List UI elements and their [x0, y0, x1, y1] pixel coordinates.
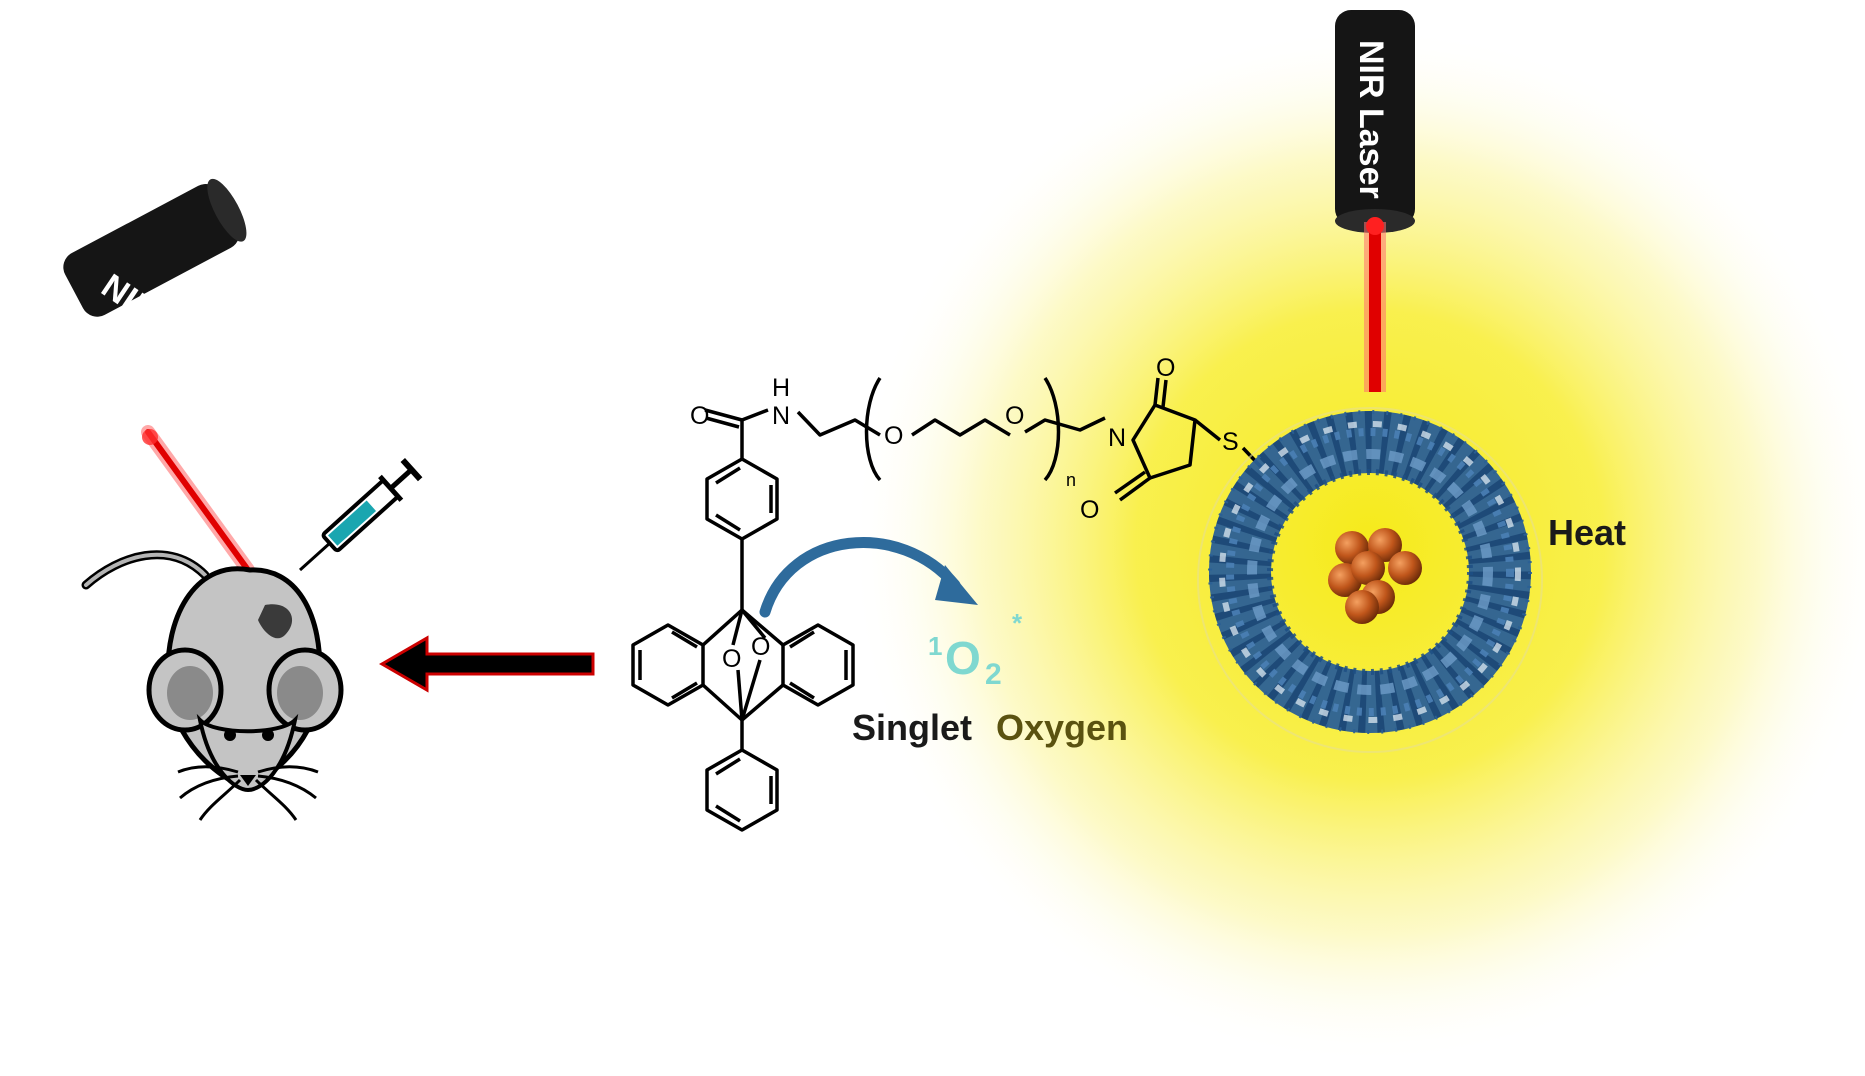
laser-body-right	[1335, 10, 1415, 225]
singlet-label: Singlet	[852, 707, 972, 748]
singlet-oxygen-element: O	[945, 632, 981, 684]
right-laser: NIR Laser	[1335, 10, 1415, 392]
laser-body-left	[63, 184, 240, 317]
singlet-oxygen-superscript-left: 1	[928, 631, 942, 661]
oxygen-label: Oxygen	[996, 707, 1128, 748]
mouse-eye-left	[224, 729, 236, 741]
benzene-ring-upper	[705, 457, 779, 541]
benzene-ring-lower	[705, 748, 779, 832]
mouse-whiskers	[177, 765, 319, 821]
atom-peroxide-o-1: O	[722, 645, 741, 673]
left-arrow	[379, 635, 595, 693]
atom-labels: O H N O O n N O O S O O	[690, 354, 1239, 673]
mouse-eye-right	[262, 729, 274, 741]
atom-repeat-n: n	[1066, 470, 1076, 490]
mouse-icon	[81, 550, 344, 821]
singlet-oxygen-symbol: 1 O 2 *	[928, 608, 1023, 691]
atom-imide-o-bottom: O	[1080, 496, 1099, 524]
atom-carbonyl-o: O	[690, 402, 709, 430]
atom-imide-n: N	[1108, 424, 1126, 452]
left-laser: NIR Laser	[63, 178, 248, 387]
atom-imide-o-top: O	[1156, 354, 1175, 382]
atom-ether-o-1: O	[884, 422, 903, 450]
atom-ether-o-2: O	[1005, 402, 1024, 430]
protein-cage-icon	[1208, 410, 1532, 734]
laser-label-right: NIR Laser	[1352, 40, 1390, 199]
heat-label: Heat	[1548, 512, 1626, 553]
nanoparticle-cluster-icon	[1328, 528, 1422, 624]
atom-amide-n: N	[772, 402, 790, 430]
atom-peroxide-o-2: O	[751, 633, 770, 661]
chemical-structure	[631, 377, 1264, 832]
benzene-ring-left	[631, 623, 705, 707]
atom-thioether-s: S	[1222, 428, 1239, 456]
syringe-icon	[298, 457, 423, 572]
succinimide-ring	[1131, 403, 1197, 480]
atom-amide-h: H	[772, 374, 790, 402]
curved-arrow	[759, 537, 978, 618]
singlet-oxygen-subscript: 2	[985, 658, 1002, 691]
laser-label-left: NIR Laser	[95, 267, 248, 387]
singlet-oxygen-superscript-right: *	[1012, 608, 1023, 638]
